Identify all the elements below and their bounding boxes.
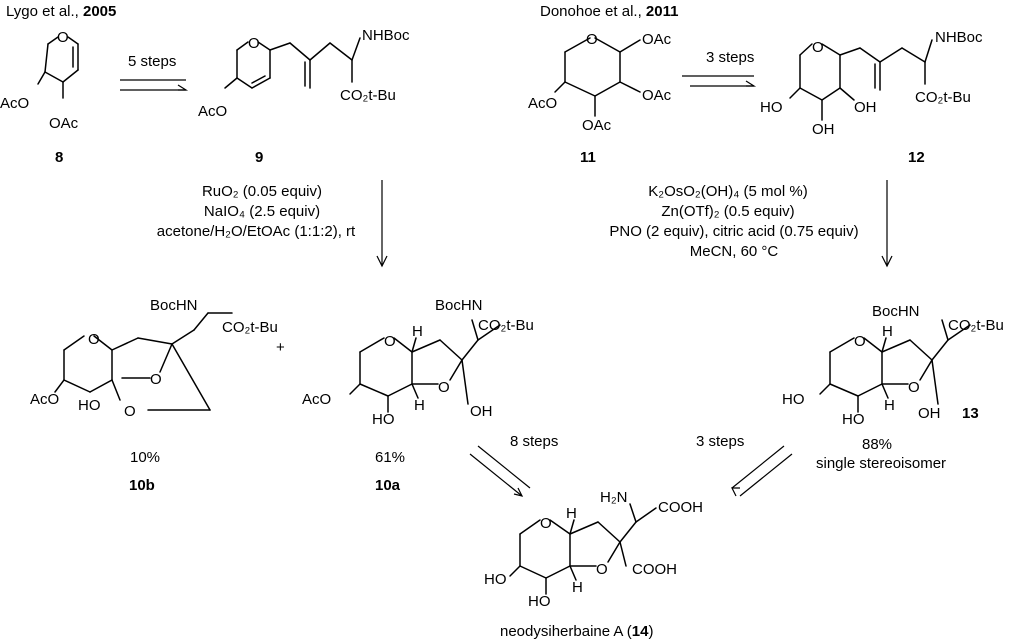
stereoisomer-note: single stereoisomer [816,455,946,472]
svg-text:acetone/H₂O/EtOAc (1:1:2), rt: acetone/H₂O/EtOAc (1:1:2), rt [157,223,356,240]
compound-8-label: 8 [55,149,63,166]
hydroxyl-label: HO [528,593,551,610]
step-count-label: 3 steps [706,49,754,66]
ester-label: CO₂t-Bu [478,317,534,334]
svg-text:RuO₂ (0.05 equiv): RuO₂ (0.05 equiv) [202,183,322,200]
ring-oxygen: O [854,333,866,350]
step-count-label: 5 steps [128,53,176,70]
amino-label: H₂N [600,489,628,506]
svg-text:MeCN, 60 °C: MeCN, 60 °C [690,243,779,260]
hydrogen-label: H [884,397,895,414]
ring-oxygen: O [57,29,69,46]
product-name: neodysiherbaine A (14) [500,623,653,640]
donohoe-reference: Donohoe et al., 2011 [540,3,678,20]
yield-label: 88% [862,436,892,453]
ring-oxygen: O [540,515,552,532]
ring-oxygen: O [88,331,100,348]
hydroxyl-label: HO [782,391,805,408]
bochn-label: BocHN [150,297,198,314]
acetoxy-label: OAc [49,115,79,132]
hydroxyl-label: OH [918,405,941,422]
compound-14-structure: O O H H H₂N COOH COOH HO HO [484,489,703,610]
acetoxy-label: AcO [198,103,227,120]
bridge-oxygen: O [124,403,136,420]
yield-label: 61% [375,449,405,466]
ester-label: CO₂t-Bu [915,89,971,106]
compound-10a-label: 10a [375,477,401,494]
hydrogen-label: H [412,323,423,340]
acetoxy-label: AcO [30,391,59,408]
compound-13-label: 13 [962,405,979,422]
ring-oxygen: O [438,379,450,396]
acetoxy-label: OAc [582,117,612,134]
plus-sign: + [276,339,285,356]
ring-oxygen: O [384,333,396,350]
carboxylic-acid-label: COOH [658,499,703,516]
bochn-label: BocHN [872,303,920,320]
nhboc-label: NHBoc [935,29,983,46]
ester-label: CO₂t-Bu [340,87,396,104]
hydroxyl-label: HO [842,411,865,428]
acetoxy-label: AcO [0,95,29,112]
compound-10a-structure: O O H H BocHN CO₂t-Bu AcO HO OH [302,297,534,428]
hydroxyl-label: HO [372,411,395,428]
acetoxy-label: AcO [302,391,331,408]
compound-12-structure: O HO OH OH NHBoc CO₂t-Bu [760,29,983,138]
hydroxyl-label: HO [760,99,783,116]
acetoxy-label: OAc [642,31,672,48]
compound-12-label: 12 [908,149,925,166]
carboxylic-acid-label: COOH [632,561,677,578]
svg-text:NaIO₄ (2.5 equiv): NaIO₄ (2.5 equiv) [204,203,320,220]
hydroxyl-label: OH [854,99,877,116]
compound-9-label: 9 [255,149,263,166]
hydrogen-label: H [414,397,425,414]
hydrogen-label: H [572,579,583,596]
hydroxyl-label: OH [470,403,493,420]
yield-label: 10% [130,449,160,466]
compound-9-structure: O AcO NHBoc CO₂t-Bu [198,27,410,120]
ester-label: CO₂t-Bu [948,317,1004,334]
compound-11-label: 11 [580,149,596,166]
compound-13-structure: O O H H BocHN CO₂t-Bu HO HO OH [782,303,1004,428]
ring-oxygen: O [908,379,920,396]
compound-10b-label: 10b [129,477,155,494]
step-count-label: 3 steps [696,433,744,450]
compound-11-structure: O OAc OAc OAc AcO [528,31,672,134]
lygo-reference: Lygo et al., 2005 [6,3,116,20]
compound-8-structure: O AcO OAc [0,29,79,132]
svg-text:PNO (2 equiv), citric acid (0.: PNO (2 equiv), citric acid (0.75 equiv) [609,223,858,240]
step-count-label: 8 steps [510,433,558,450]
svg-text:K₂OsO₂(OH)₄ (5 mol %): K₂OsO₂(OH)₄ (5 mol %) [648,183,807,200]
compound-10b-structure: O O O BocHN CO₂t-Bu AcO HO [30,297,278,420]
ring-oxygen: O [596,561,608,578]
conditions-left: RuO₂ (0.05 equiv) NaIO₄ (2.5 equiv) acet… [157,183,356,240]
hydroxyl-label: HO [484,571,507,588]
hydrogen-label: H [882,323,893,340]
ring-oxygen: O [586,31,598,48]
bochn-label: BocHN [435,297,483,314]
hydrogen-label: H [566,505,577,522]
acetoxy-label: OAc [642,87,672,104]
ring-oxygen: O [150,371,162,388]
ester-label: CO₂t-Bu [222,319,278,336]
nhboc-label: NHBoc [362,27,410,44]
hydroxyl-label: OH [812,121,835,138]
conditions-right: K₂OsO₂(OH)₄ (5 mol %) Zn(OTf)₂ (0.5 equi… [609,183,858,260]
svg-text:Zn(OTf)₂ (0.5 equiv): Zn(OTf)₂ (0.5 equiv) [661,203,794,220]
hydroxyl-label: HO [78,397,101,414]
ring-oxygen: O [248,35,260,52]
ring-oxygen: O [812,39,824,56]
acetoxy-label: AcO [528,95,557,112]
